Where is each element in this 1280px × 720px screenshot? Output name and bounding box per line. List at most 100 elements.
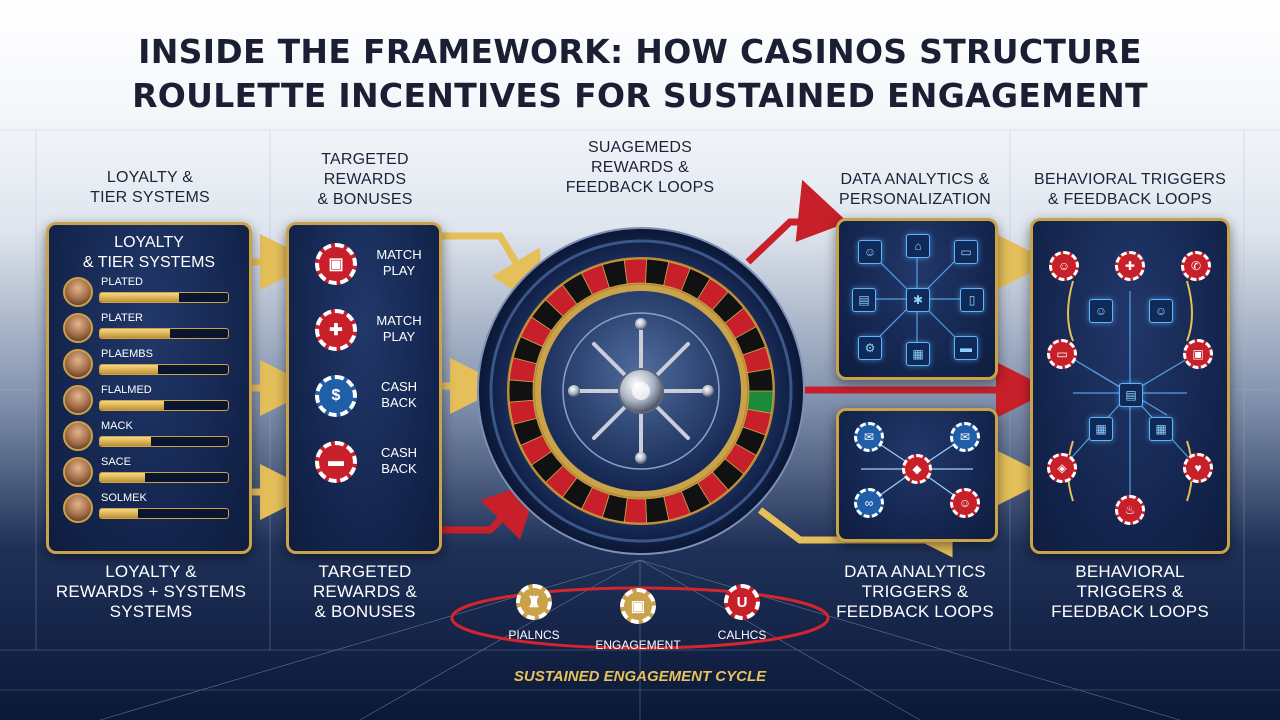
player-row: PLATED — [63, 276, 233, 307]
tier-progress-bar — [99, 436, 229, 447]
magnet-icon: U — [724, 584, 760, 620]
player-avatar — [63, 457, 93, 487]
label-targeted-bottom: TARGETED REWARDS & & BONUSES — [312, 562, 418, 621]
tier-progress-bar — [99, 400, 229, 411]
behavioral-panel: ☺ ✚ ✆ ☺ ☺ ▭ ▣ ▤ ▦ ▦ ◈ ♥ ♨ — [1030, 218, 1230, 554]
player-row: SOLMEK — [63, 492, 233, 523]
document-icon: ▦ — [906, 342, 930, 366]
player-name: SACE — [101, 456, 131, 468]
player-row: MACK — [63, 420, 233, 451]
reward-label: MATCH PLAY — [376, 313, 422, 344]
wheel-pocket — [623, 258, 648, 285]
trigger-chip-3: ∞ — [854, 488, 884, 518]
behavior-node-4: ▦ — [1149, 417, 1173, 441]
player-name: FLALMED — [101, 384, 152, 396]
glass-icon: ♜ — [516, 584, 552, 620]
card-icon: ▬ — [954, 336, 978, 360]
tier-progress-fill — [100, 365, 158, 374]
behavior-chip-gift: ▣ — [1183, 339, 1213, 369]
behavior-chip-coins: ◈ — [1047, 453, 1077, 483]
tier-progress-fill — [100, 329, 171, 338]
label-loyalty-bottom: LOYALTY & REWARDS + SYSTEMS SYSTEMS — [55, 562, 247, 621]
tier-progress-fill — [100, 293, 180, 302]
player-name: PLAEMBS — [101, 348, 153, 360]
behavior-chip-cup: ♨ — [1115, 495, 1145, 525]
label-loyalty-top: LOYALTY & TIER SYSTEMS — [90, 169, 210, 206]
reward-label: CASH BACK — [380, 445, 418, 476]
label-targeted-top: TARGETED REWARDS & BONUSES — [317, 151, 413, 208]
label-data-bottom: DATA ANALYTICS TRIGGERS & FEEDBACK LOOPS — [836, 562, 994, 621]
chart-icon: ▤ — [852, 288, 876, 312]
trigger-chip-1: ✉ — [854, 422, 884, 452]
label-behavioral-bottom: BEHAVIORAL TRIGGERS & FEEDBACK LOOPS — [1051, 562, 1209, 621]
settings-icon: ⚙ — [858, 336, 882, 360]
user-icon: ☺ — [858, 240, 882, 264]
player-row: SACE — [63, 456, 233, 487]
wheel-pocket — [508, 379, 534, 403]
data-analytics-panel-top: ✱ ☺ ⌂ ▭ ▤ ▯ ⚙ ▦ ▬ — [836, 218, 998, 380]
device-icon: ▯ — [960, 288, 984, 312]
analytics-hub-icon: ✱ — [906, 288, 930, 312]
roulette-wheel — [477, 227, 805, 555]
trigger-hub-chip: ◆ — [902, 454, 932, 484]
trigger-chip-4: ☺ — [950, 488, 980, 518]
tier-progress-bar — [99, 328, 229, 339]
player-avatar — [63, 349, 93, 379]
behavior-chip-heart: ♥ — [1183, 453, 1213, 483]
tier-progress-bar — [99, 292, 229, 303]
gift-icon: ▣ — [620, 588, 656, 624]
wheel-pocket — [746, 368, 774, 392]
tier-progress-fill — [100, 473, 145, 482]
tier-progress-fill — [100, 437, 152, 446]
behavior-chip-plus: ✚ — [1115, 251, 1145, 281]
player-name: PLATED — [101, 276, 143, 288]
tier-progress-fill — [100, 401, 164, 410]
wheel-pocket — [623, 497, 648, 524]
player-avatar — [63, 493, 93, 523]
player-row: PLAEMBS — [63, 348, 233, 379]
data-analytics-panel-bottom: ◆ ✉ ✉ ∞ ☺ — [836, 408, 998, 542]
trigger-chip-2: ✉ — [950, 422, 980, 452]
player-row: PLATER — [63, 312, 233, 343]
cycle-item-label: ENGAGEMENT — [595, 638, 681, 652]
reward-item: $ CASH BACK — [315, 375, 435, 421]
player-avatar — [63, 421, 93, 451]
player-avatar — [63, 277, 93, 307]
behavior-chip-user: ☺ — [1049, 251, 1079, 281]
behavior-node-3: ▦ — [1089, 417, 1113, 441]
reward-item: ✚ MATCH PLAY — [315, 309, 435, 355]
cycle-title: SUSTAINED ENGAGEMENT CYCLE — [513, 668, 767, 685]
plus-icon: ✚ — [315, 309, 357, 351]
cycle-item-label: CALHCS — [717, 628, 767, 642]
loyalty-panel-title: LOYALTY & TIER SYSTEMS — [82, 234, 216, 271]
label-center-top: SUAGEMEDS REWARDS & FEEDBACK LOOPS — [565, 139, 715, 196]
reward-label: MATCH PLAY — [376, 247, 422, 278]
label-data-top: DATA ANALYTICS & PERSONALIZATION — [838, 171, 992, 208]
reward-item: ▣ MATCH PLAY — [315, 243, 435, 289]
tier-progress-bar — [99, 472, 229, 483]
tier-progress-bar — [99, 508, 229, 519]
home-icon: ⌂ — [906, 234, 930, 258]
behavior-chip-phone: ✆ — [1181, 251, 1211, 281]
player-name: PLATER — [101, 312, 143, 324]
tier-progress-fill — [100, 509, 139, 518]
player-row: FLALMED — [63, 384, 233, 415]
tier-progress-bar — [99, 364, 229, 375]
ticket-icon: ▣ — [315, 243, 357, 285]
cash-icon: $ — [315, 375, 357, 417]
reward-label: CASH BACK — [380, 379, 418, 410]
player-name: SOLMEK — [101, 492, 147, 504]
rewards-panel: ▣ MATCH PLAY ✚ MATCH PLAY $ CASH BACK ▬ CASH BA… — [286, 222, 442, 554]
behavior-node-2: ☺ — [1149, 299, 1173, 323]
label-behavioral-top: BEHAVIORAL TRIGGERS & FEEDBACK LOOPS — [1034, 171, 1226, 208]
behavior-hub-icon: ▤ — [1119, 383, 1143, 407]
page-title: INSIDE THE FRAMEWORK: HOW CASINOS STRUCT… — [132, 32, 1148, 115]
player-name: MACK — [101, 420, 133, 432]
card-icon: ▬ — [315, 441, 357, 483]
monitor-icon: ▭ — [954, 240, 978, 264]
player-avatar — [63, 313, 93, 343]
behavior-chip-ticket: ▭ — [1047, 339, 1077, 369]
loyalty-panel: LOYALTY & TIER SYSTEMS PLATED PLATER PLAEM… — [46, 222, 252, 554]
reward-item: ▬ CASH BACK — [315, 441, 435, 487]
player-avatar — [63, 385, 93, 415]
